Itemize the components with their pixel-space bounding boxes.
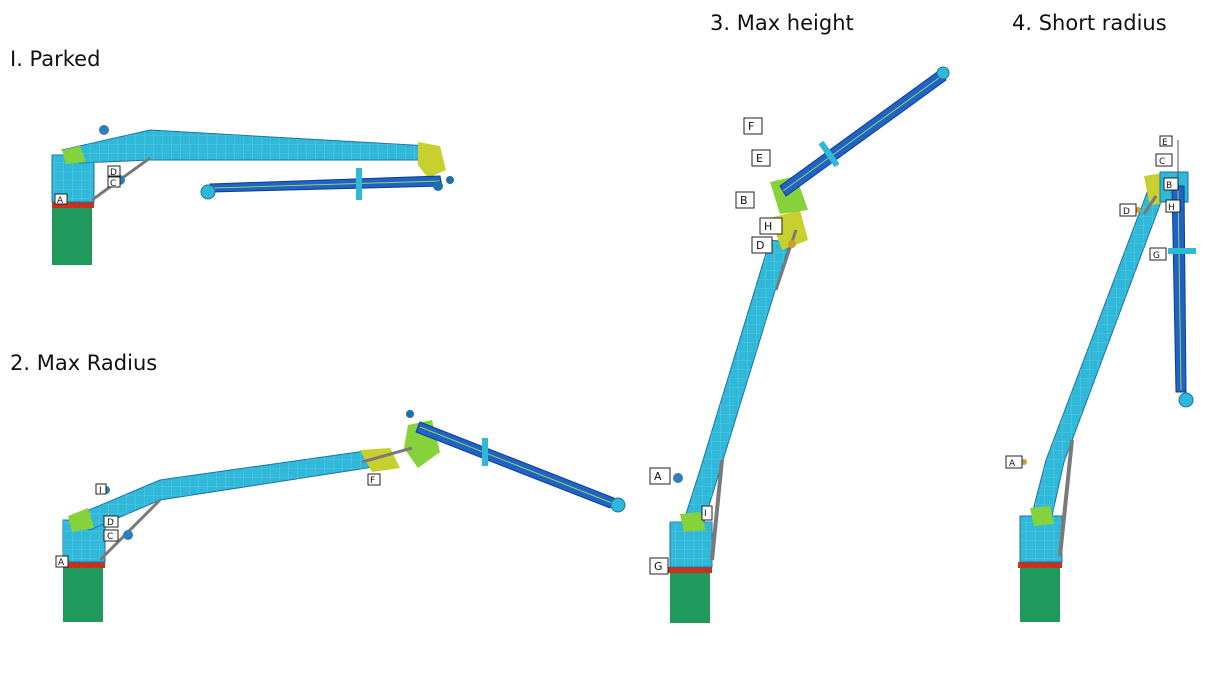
- boom-root-joint: [680, 512, 706, 532]
- slew-ring: [63, 562, 105, 568]
- tag-label: A: [57, 196, 64, 206]
- tag-f: F: [367, 473, 381, 486]
- tag-b: B: [1163, 177, 1179, 191]
- tag-label: H: [1168, 203, 1175, 213]
- sensor-ball: [99, 125, 109, 135]
- tag-g: G: [1149, 247, 1167, 261]
- pedestal: [52, 208, 92, 265]
- panel-short-radius: 4. Short radius E C B: [1005, 11, 1196, 622]
- luffing-cylinder: [1058, 439, 1074, 557]
- jib-tip: [610, 497, 626, 513]
- tag-a: A: [55, 555, 69, 568]
- tag-label: B: [740, 194, 748, 207]
- tag-i: I: [701, 505, 713, 521]
- slew-ring: [52, 202, 94, 208]
- tag-d: D: [103, 515, 119, 528]
- jib-bracket: [1168, 248, 1196, 254]
- jib-tip: [1178, 392, 1194, 408]
- boom-root-joint: [62, 146, 86, 164]
- boom-root-joint: [1030, 506, 1054, 526]
- tag-label: C: [1159, 157, 1165, 167]
- tag-f: F: [743, 117, 763, 135]
- panel-title-max-radius: 2. Max Radius: [10, 351, 157, 375]
- boom-root-joint: [68, 508, 94, 532]
- jib-tip: [200, 184, 216, 200]
- jib-cylinder: [1142, 195, 1158, 215]
- tag-label: C: [110, 179, 116, 189]
- pedestal: [1020, 568, 1060, 622]
- luffing-cylinder: [98, 498, 162, 562]
- tag-label: F: [370, 476, 375, 486]
- tag-label: G: [1153, 251, 1160, 261]
- boom-tip-joint: [418, 142, 446, 178]
- tag-label: G: [654, 560, 663, 573]
- tag-label: D: [1123, 207, 1130, 217]
- luffing-cylinder: [710, 459, 724, 561]
- tag-e: E: [1159, 135, 1173, 148]
- tag-label: A: [58, 558, 65, 568]
- pedestal: [670, 573, 710, 623]
- slew-ring: [1018, 562, 1062, 568]
- jib-cylinder: [774, 229, 798, 291]
- tag-a: A: [649, 467, 671, 485]
- jib-bracket: [818, 140, 840, 168]
- slew-ring: [668, 567, 712, 573]
- tag-label: D: [110, 168, 117, 178]
- tag-label: E: [756, 152, 763, 165]
- tag-b: B: [735, 191, 755, 209]
- tag-d: D: [107, 165, 121, 178]
- jib-bracket: [482, 438, 488, 466]
- tag-d: D: [751, 236, 773, 254]
- panel-title-max-height: 3. Max height: [710, 11, 854, 35]
- tag-c: C: [103, 529, 119, 542]
- tag-label: F: [748, 120, 754, 133]
- tag-d: D: [1119, 203, 1137, 217]
- tag-c: C: [1155, 153, 1173, 167]
- panel-title-parked: I. Parked: [10, 47, 100, 71]
- tag-label: D: [107, 518, 114, 528]
- jib-cylinder: [361, 446, 413, 464]
- panel-parked: I. Parked D C A: [10, 47, 454, 265]
- tag-label: D: [756, 239, 764, 252]
- tag-h: H: [759, 217, 783, 235]
- tag-label: B: [1166, 181, 1172, 191]
- pedestal: [63, 568, 103, 622]
- tag-label: I: [704, 509, 707, 519]
- tag-label: C: [107, 532, 113, 542]
- tag-label: E: [1162, 138, 1168, 148]
- panel-max-radius: 2. Max Radius I D C: [10, 351, 626, 622]
- tag-label: I: [99, 486, 102, 496]
- tag-label: H: [764, 220, 772, 233]
- tag-label: A: [654, 470, 662, 483]
- tag-i: I: [95, 483, 107, 496]
- tag-label: A: [1009, 459, 1016, 469]
- panel-max-height: 3. Max height F E B: [649, 11, 950, 623]
- jib: [209, 175, 443, 193]
- tag-h: H: [1165, 199, 1181, 213]
- panel-title-short-radius: 4. Short radius: [1012, 11, 1167, 35]
- tag-e: E: [751, 149, 771, 167]
- jib-tip: [936, 66, 950, 80]
- tag-a: A: [54, 193, 68, 206]
- tag-c: C: [107, 176, 121, 189]
- tag-g: G: [649, 557, 669, 575]
- tag-a: A: [1005, 455, 1023, 469]
- jib-bracket: [356, 168, 362, 200]
